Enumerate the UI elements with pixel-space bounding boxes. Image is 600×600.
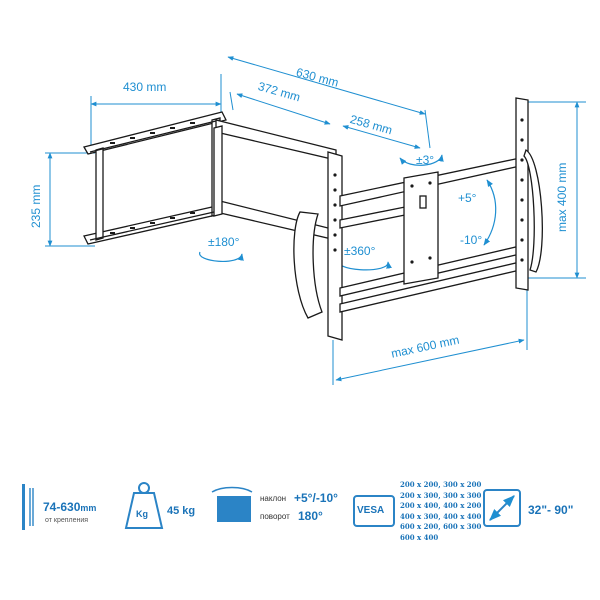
weight-icon-label: Kg xyxy=(136,509,148,519)
wall-plate xyxy=(83,111,227,245)
tv-bracket-right xyxy=(515,97,543,291)
spec-screen-size: 32"- 90" xyxy=(528,503,574,517)
bracket-holes xyxy=(520,118,524,262)
vesa-size: 600 x 400 xyxy=(400,532,439,542)
label-swivel-180: ±180° xyxy=(208,235,240,249)
dim-235: 235 mm xyxy=(29,184,43,228)
elbow-holes xyxy=(333,173,337,252)
vesa-size: 400 x 300, 400 x 400 xyxy=(400,511,482,521)
swivel-label: поворот xyxy=(260,512,290,521)
first-arm xyxy=(213,119,337,241)
wall-plate-slots xyxy=(110,122,195,234)
tilt-label: наклон xyxy=(260,494,287,503)
vesa-size: 200 x 300, 300 x 300 xyxy=(400,490,482,500)
tilt-head-holes xyxy=(410,181,432,264)
dim-max400: max 400 mm xyxy=(555,162,569,232)
label-level-3: ±3° xyxy=(416,153,435,167)
label-rotate-360: ±360° xyxy=(344,244,376,258)
vesa-size: 200 x 200, 300 x 200 xyxy=(400,480,482,489)
vesa-badge: VESA xyxy=(357,505,385,516)
label-tilt-minus: -10° xyxy=(460,233,483,247)
spec-weight: 45 kg xyxy=(167,505,196,517)
tilt-head xyxy=(403,171,439,285)
vesa-size: 600 x 200, 600 x 300 xyxy=(400,522,482,531)
tilt-value: +5°/-10° xyxy=(294,491,338,505)
vesa-sizes-list: 200 x 200, 300 x 200 200 x 300, 300 x 30… xyxy=(400,480,481,543)
dimension-lines xyxy=(45,56,586,385)
swivel-value: 180° xyxy=(298,509,323,523)
spec-distance-caption: от крепления xyxy=(45,517,89,524)
dim-430: 430 mm xyxy=(123,80,167,94)
vesa-size: 200 x 400, 400 x 200 xyxy=(400,501,482,510)
spec-icons xyxy=(22,482,521,530)
label-tilt-plus: +5° xyxy=(458,191,477,205)
elbow-joint xyxy=(293,151,343,341)
spec-distance: 74-630mm xyxy=(43,500,97,514)
